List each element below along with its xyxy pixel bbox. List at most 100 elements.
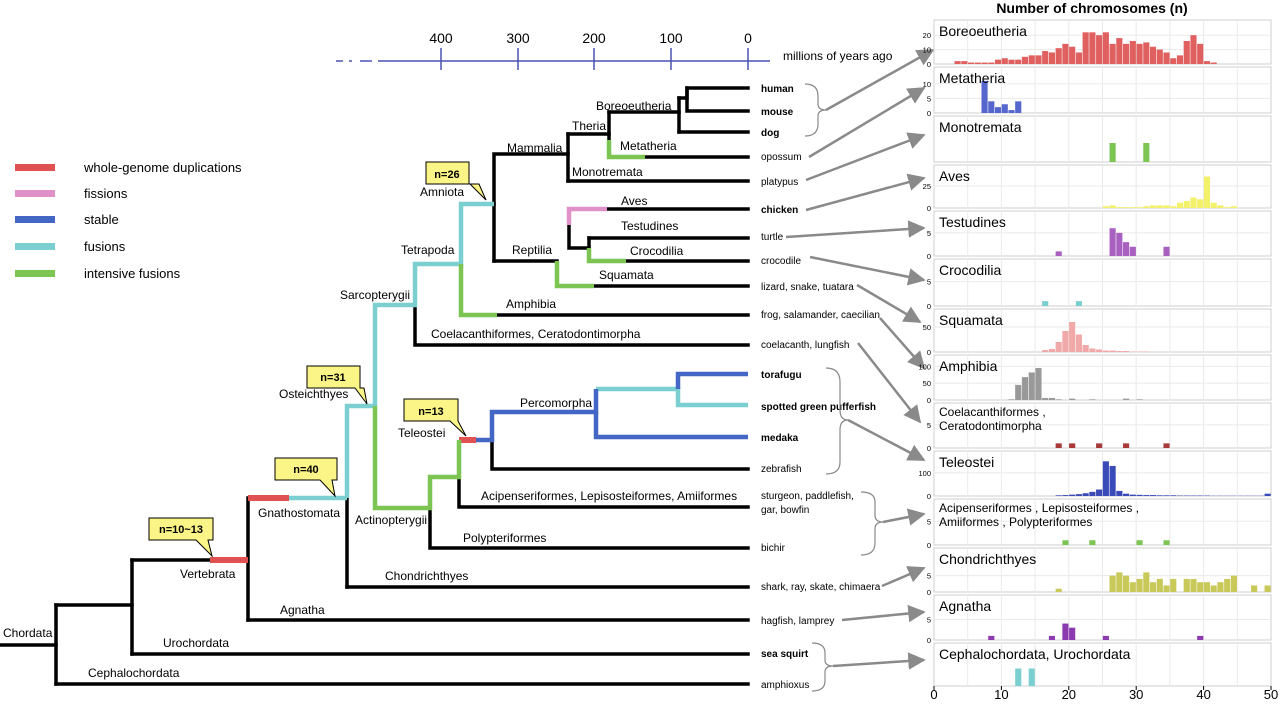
histogram-bar [1116, 351, 1122, 352]
histogram-y-tick-label: 0 [927, 492, 931, 501]
histogram-bar [1190, 35, 1196, 64]
histogram-bar [1062, 495, 1068, 496]
histogram-bar [1157, 50, 1163, 64]
histogram-y-tick-label: 0 [927, 636, 931, 645]
histogram-bar [1042, 301, 1048, 306]
histogram-bar [1089, 399, 1095, 400]
histogram-bar [1116, 207, 1122, 208]
histogram-bar [1130, 41, 1136, 64]
histogram-y-tick-label: 5 [927, 94, 931, 103]
callout-label: n=10~13 [159, 524, 203, 536]
clade-label: Sarcopterygii [340, 288, 410, 302]
histogram-bar [1137, 540, 1143, 545]
arrow [880, 318, 924, 368]
legend-swatch-whole-genome-duplications [15, 164, 55, 171]
histogram-bar [1110, 44, 1116, 64]
species-label: medaka [761, 433, 799, 444]
species-label: amphioxus [761, 680, 809, 691]
legend-swatch-fissions [15, 190, 55, 197]
histogram-panel-title: Amphibia [939, 358, 998, 374]
species-label: chicken [761, 205, 798, 216]
histogram-y-tick-label: 5 [927, 229, 931, 238]
histogram-bar [1123, 443, 1129, 448]
histogram-y-tick-label: 25 [923, 182, 931, 191]
brace-mammals [805, 84, 826, 136]
histogram-bar [1197, 636, 1203, 640]
arrow [882, 568, 924, 586]
branch-sauropsid-split [569, 225, 589, 248]
histogram-y-tick-label: 5 [927, 615, 931, 624]
histogram-bar [1056, 589, 1062, 592]
histogram-x-tick-label: 30 [1129, 687, 1143, 699]
histogram-panel-title: Acipenseriformes , Lepisosteiformes , [939, 501, 1139, 515]
brace-holostei [861, 492, 883, 555]
histogram-panel-title: Squamata [939, 312, 1003, 328]
legend: whole-genome duplications fissions stabl… [15, 160, 242, 281]
histogram-bar [1042, 51, 1048, 64]
clade-label: Boreoeutheria [596, 99, 672, 113]
histogram-bar [1008, 60, 1014, 64]
histogram-bar [1130, 582, 1136, 592]
histogram-y-tick-label: 5 [927, 278, 931, 287]
histogram-bar [1110, 576, 1116, 592]
branch-mouse [687, 88, 748, 111]
histogram-bar [1062, 540, 1068, 545]
histogram-bar [1123, 207, 1129, 208]
histogram-bar [1130, 495, 1136, 496]
timescale-tick-label: 0 [744, 30, 752, 46]
histogram-bar [1143, 143, 1149, 162]
histogram-bar [1123, 494, 1129, 496]
histogram-bar [1204, 61, 1210, 64]
legend-swatch-fusions [15, 243, 55, 250]
histogram-bar [1042, 350, 1048, 352]
histogram-panel-title: Teleostei [939, 454, 994, 470]
histogram-bar [1163, 495, 1169, 496]
branch-human-mouse [679, 88, 748, 98]
histogram-panel-title: Testudines [939, 214, 1006, 230]
clade-label: Chondrichthyes [385, 569, 468, 583]
histogram-x-tick-label: 0 [930, 687, 937, 699]
clade-label: Crocodilia [630, 244, 684, 258]
arrow [806, 135, 924, 180]
histogram-y-tick-label: 0 [927, 109, 931, 118]
clade-label: Cephalochordata [88, 666, 180, 680]
histogram-bar [1184, 579, 1190, 592]
species-label: sturgeon, paddlefish, [761, 491, 854, 502]
clade-label: Squamata [599, 268, 654, 282]
histogram-bar [1163, 585, 1169, 592]
histogram-bar [1049, 636, 1055, 640]
species-label: human [761, 84, 794, 95]
histogram-bar [1008, 399, 1014, 400]
histogram-bar [1056, 342, 1062, 352]
histogram-bar [1157, 495, 1163, 496]
histogram-bar [1143, 572, 1149, 592]
histogram-x-tick-label: 20 [1062, 687, 1076, 699]
histogram-bar [1076, 301, 1082, 306]
histogram-bar [1103, 206, 1109, 208]
histogram-bar [1224, 579, 1230, 592]
histogram-panel-title: Cephalochordata, Urochordata [939, 646, 1131, 662]
histogram-bar [1163, 52, 1169, 64]
clade-label: Urochordata [163, 636, 229, 650]
histogram-panel-title: Metatheria [939, 70, 1005, 86]
histogram-bar [1197, 199, 1203, 208]
histogram-bar [1143, 495, 1149, 496]
histogram-bar [1062, 624, 1068, 640]
clade-label: Actinopterygii [355, 513, 427, 527]
histogram-bar [1076, 494, 1082, 496]
histogram-bar [1231, 206, 1237, 208]
histogram-bar [1211, 585, 1217, 592]
arrow [848, 420, 924, 460]
callout-gnathostomata: n=40 [275, 458, 337, 496]
histogram-bar [1123, 351, 1129, 352]
histogram-bar [1150, 495, 1156, 496]
histogram-panel-title: Boreoeutheria [939, 23, 1027, 39]
histogram-bar [1251, 585, 1257, 592]
histogram-bar [1224, 207, 1230, 208]
histogram-panel-title: Chondrichthyes [939, 551, 1036, 567]
histogram-bar [1170, 58, 1176, 64]
